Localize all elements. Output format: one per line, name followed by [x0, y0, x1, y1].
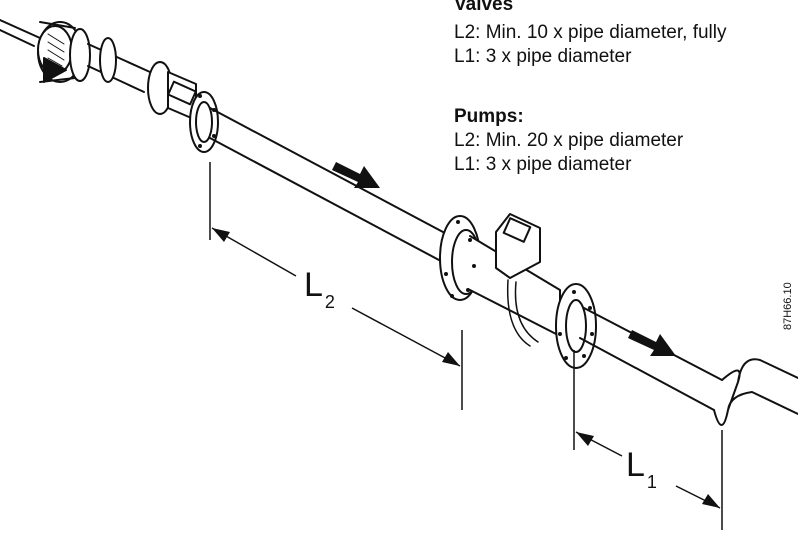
- inlet-pipe: [0, 19, 41, 47]
- l2-label-main: L: [304, 266, 323, 304]
- upstream-pipe: [209, 107, 459, 269]
- l1-arrowhead-left: [576, 432, 594, 446]
- flow-arrow-icon: [628, 330, 676, 356]
- figure-code: 87H66.10: [782, 282, 794, 330]
- pumps-l2-text: L2: Min. 20 x pipe diameter: [454, 130, 684, 151]
- valve: [147, 61, 219, 153]
- l1-label-sub: 1: [646, 472, 657, 492]
- valves-l1-text: L1: 3 x pipe diameter: [454, 46, 632, 67]
- pipe-bend: [713, 358, 798, 426]
- l2-arrowhead-left: [212, 228, 230, 242]
- pumps-heading: Pumps:: [454, 106, 524, 127]
- l1-arrowhead-right: [702, 494, 720, 508]
- pumps-l1-text: L1: 3 x pipe diameter: [454, 154, 632, 175]
- valves-heading: Valves: [454, 0, 514, 15]
- valves-l2-text: L2: Min. 10 x pipe diameter, fully: [454, 22, 727, 43]
- l2-dimension-line: [211, 227, 461, 367]
- pump-arrow-icon: [43, 57, 67, 83]
- l2-arrowhead-right: [442, 352, 460, 366]
- flowmeter: [439, 213, 597, 369]
- l2-label-sub: 2: [324, 292, 335, 312]
- l1-label-main: L: [626, 446, 645, 484]
- flow-arrow-icon: [332, 162, 380, 188]
- downstream-pipe: [579, 307, 723, 411]
